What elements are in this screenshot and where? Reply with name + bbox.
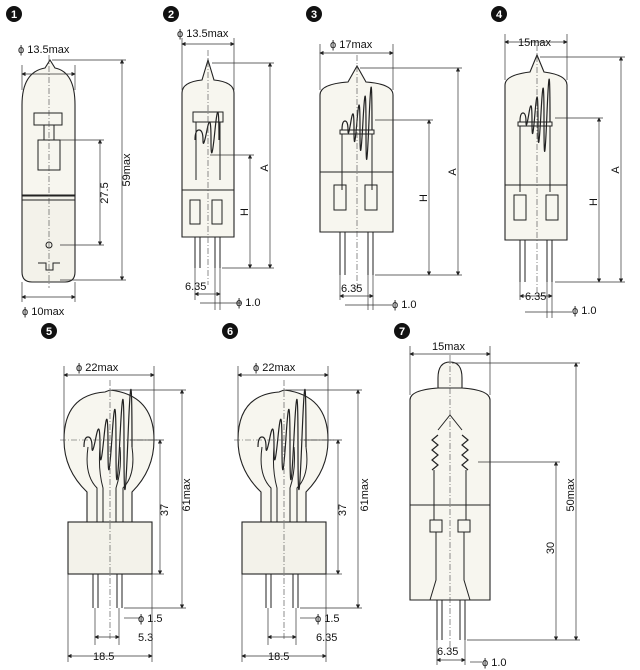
lamp-1-badge: 1 [6,6,22,22]
lamp-7-pitch: 6.35 [437,646,458,658]
lamp-7-mid: 30 [545,542,557,554]
lamp-4: 4 15max A H [491,6,625,318]
lamp-6-top-dia: ϕ 22max [253,362,296,374]
lamp-4-h: H [588,198,600,206]
lamp-5-base-w: 18.5 [93,651,114,663]
lamp-7-dimensions: 15max 50max 30 6.35 ϕ 1.0 [409,341,580,669]
lamp-2-pin-dia: ϕ 1.0 [236,297,261,309]
lamp-1-dimensions: ϕ 13.5max 59max 27.5 ϕ 10max [18,44,133,318]
lamp-6-height: 61max [359,478,371,512]
lamp-5-pitch: 5.3 [138,632,153,644]
lamp-3-bulb-shape [319,64,394,275]
lamp-6-base-w: 18.5 [268,651,289,663]
lamp-7-top-dia: 15max [432,341,466,353]
lamp-2-badge: 2 [163,6,179,22]
lamp-1-base-dia: ϕ 10max [22,306,65,318]
lamp-5-dimensions: ϕ 22max 61max 37 ϕ 1.5 5.3 18.5 [60,362,193,663]
lamp-2-pitch: 6.35 [185,281,206,293]
lamp-2-a: A [259,164,271,172]
lamp-4-pin-dia: ϕ 1.0 [572,305,597,317]
lamp-3-badge: 3 [306,6,322,22]
svg-text:3: 3 [311,9,317,21]
lamp-2-top-dia: ϕ 13.5max [177,28,229,40]
lamp-5-pin-dia: ϕ 1.5 [138,613,163,625]
lamp-7: 7 15max [394,323,580,669]
lamp-2-dimensions: ϕ 13.5max A H 6.35 ϕ 1.0 [177,28,274,310]
lamp-2: 2 ϕ 13.5max A H [163,6,274,310]
lamp-3-a: A [447,168,459,176]
svg-text:2: 2 [168,9,174,21]
lamp-6-dimensions: ϕ 22max 61max 37 ϕ 1.5 6.35 18.5 [234,362,371,663]
lamp-7-pin-dia: ϕ 1.0 [482,657,507,669]
lamp-5-bulb-shape [63,388,155,608]
lamp-6-bulb-shape [237,388,329,608]
svg-text:6: 6 [227,326,233,338]
lamp-6-mid: 37 [337,504,349,516]
lamp-4-bulb-shape [504,53,568,282]
lamp-4-dimensions: 15max A H 6.35 ϕ 1.0 [504,34,625,318]
lamp-7-badge: 7 [394,323,410,339]
lamp-5-top-dia: ϕ 22max [76,362,119,374]
lamp-5: 5 ϕ 22max 61max [41,323,193,663]
svg-text:7: 7 [399,326,405,338]
lamp-3: 3 ϕ 17max A H [306,6,462,311]
lamp-3-pitch: 6.35 [341,283,362,295]
lamp-2-bulb-shape [181,58,235,268]
lamp-3-top-dia: ϕ 17max [330,39,373,51]
lamp-1: 1 ϕ 13.5max 59max 27.5 [6,6,133,318]
svg-text:5: 5 [46,326,52,338]
lamp-3-pin-dia: ϕ 1.0 [392,299,417,311]
lamp-3-h: H [418,194,430,202]
lamp-6-pitch: 6.35 [316,632,337,644]
lamp-6: 6 ϕ 22max 61max [222,323,371,663]
lamp-1-bulb-shape [21,58,76,283]
lamp-4-pitch: 6.35 [525,291,546,303]
svg-text:4: 4 [496,9,503,21]
lamp-5-badge: 5 [41,323,57,339]
lamp-1-top-dia: ϕ 13.5max [18,44,70,56]
lamp-4-top-dia: 15max [518,37,552,49]
lamp-1-mid: 27.5 [99,182,111,203]
lamp-3-dimensions: ϕ 17max A H 6.35 ϕ 1.0 [319,39,462,311]
lamp-2-h: H [239,208,251,216]
lamp-4-badge: 4 [491,6,507,22]
lamp-7-height: 50max [565,478,577,512]
lamp-6-badge: 6 [222,323,238,339]
lamp-5-mid: 37 [159,504,171,516]
lamp-1-height: 59max [121,153,133,187]
svg-text:1: 1 [11,9,17,21]
lamp-5-height: 61max [181,478,193,512]
lamp-6-pin-dia: ϕ 1.5 [315,613,340,625]
lamp-4-a: A [610,166,622,174]
